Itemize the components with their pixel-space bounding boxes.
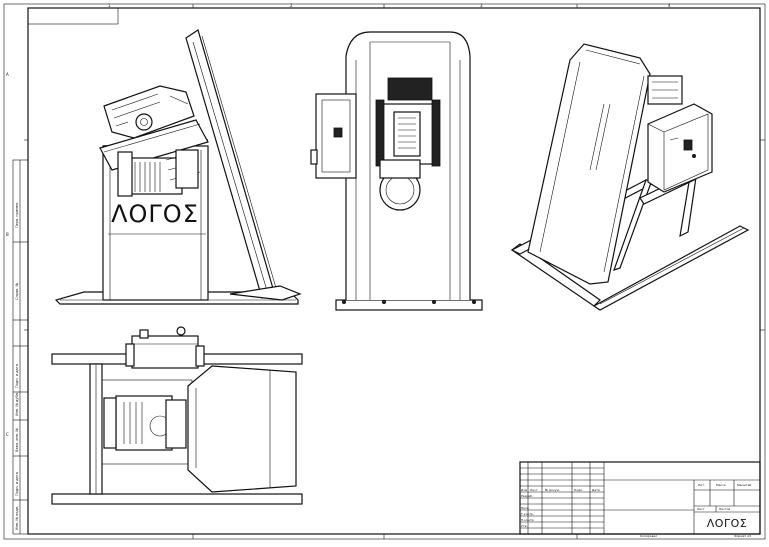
role-label: Н.контр. (521, 518, 534, 522)
side-stamp: Перв. примен. Справ. № Подп. и дата Инв.… (12, 159, 29, 535)
logo-text: ΛΟΓΟΣ (111, 200, 199, 228)
copied-label: Копировал (640, 534, 657, 538)
role-label: Утв. (521, 524, 527, 528)
zone-marker: 1 (108, 3, 111, 8)
sheet-label: Лист (697, 507, 705, 511)
zone-marker: 2 (290, 3, 293, 8)
zone-marker: B (6, 232, 9, 237)
title-block-logo: ΛΟΓΟΣ (707, 517, 747, 530)
zone-markers-side: A B C (6, 72, 9, 437)
sheet-label: Листов (719, 507, 730, 511)
view-isometric (510, 43, 750, 311)
view-front (310, 31, 483, 311)
zone-marker: C (6, 432, 9, 437)
zone-marker: A (6, 72, 9, 77)
zone-markers-top: 1 2 3 4 (108, 3, 671, 8)
zone-marker: 3 (480, 3, 483, 8)
lit-header: Лит. (698, 483, 705, 487)
stamp-cell: Взам. инв. № (15, 428, 19, 452)
title-block-header: Подп. (574, 488, 583, 492)
role-label: Т.контр. (520, 512, 534, 516)
title-block: Изм Лист № докум. Подп. Дата Разраб. Про… (519, 461, 761, 538)
lit-header: Масштаб (737, 483, 751, 487)
view-side: ΛΟΓΟΣ (54, 29, 302, 305)
title-block-header: Лист (530, 488, 538, 492)
title-block-header: Дата (592, 488, 600, 492)
stamp-cell: Инв. № дубл. (15, 392, 19, 416)
stamp-cell: Подп. и дата (15, 364, 19, 388)
view-top (51, 326, 303, 505)
format-label: Формат A3 (734, 534, 751, 538)
title-block-header: № докум. (545, 488, 560, 492)
stamp-cell: Перв. примен. (15, 202, 19, 228)
stamp-cell: Справ. № (15, 283, 19, 300)
role-label: Разраб. (521, 494, 533, 498)
lit-header: Масса (716, 483, 726, 487)
zone-marker: 4 (668, 3, 671, 8)
role-label: Пров. (521, 506, 530, 510)
stamp-cell: Инв. № подл. (15, 506, 19, 530)
stamp-cell: Подп. и дата (15, 472, 19, 496)
title-block-header: Изм (521, 488, 527, 492)
